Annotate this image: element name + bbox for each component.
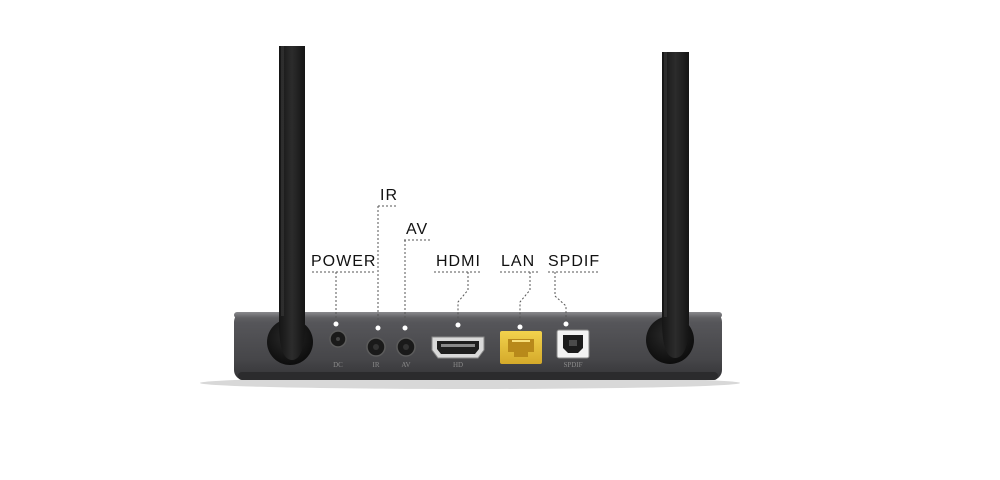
ir-caption: IR <box>373 361 380 369</box>
spdif-port <box>556 329 590 359</box>
hd-caption: HD <box>453 361 463 369</box>
right-antenna <box>646 52 694 364</box>
dc-port <box>329 330 347 348</box>
power-label: POWER <box>311 253 377 270</box>
left-antenna <box>267 46 313 365</box>
hdmi-leader <box>457 272 469 322</box>
lan-port <box>500 331 542 364</box>
hdmi-port <box>431 336 485 359</box>
ir-port <box>366 337 386 357</box>
spdif-caption: SPDIF <box>563 361 582 369</box>
hdmi-label: HDMI <box>436 253 481 270</box>
ir-label: IR <box>380 187 398 204</box>
dc-caption: DC <box>333 361 343 369</box>
lan-label: LAN <box>501 253 536 270</box>
av-port <box>396 337 416 357</box>
av-caption: AV <box>401 361 410 369</box>
callout-dots <box>333 321 569 331</box>
left-antenna-blade <box>279 46 305 360</box>
lan-leader <box>519 272 531 324</box>
right-antenna-blade <box>662 52 689 358</box>
spdif-leader <box>554 272 567 322</box>
spdif-label: SPDIF <box>548 253 601 270</box>
callout-lines <box>312 205 598 326</box>
av-label: AV <box>406 221 429 238</box>
